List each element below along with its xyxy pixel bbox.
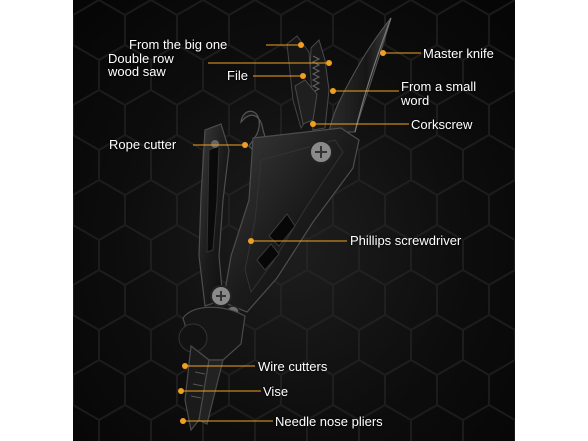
callout-dot-rope-cutter — [242, 142, 248, 148]
callout-dot-pliers — [180, 418, 186, 424]
callout-dot-small-word — [330, 88, 336, 94]
product-image-panel — [73, 0, 515, 441]
label-file: File — [227, 68, 248, 83]
callout-dot-saw — [326, 60, 332, 66]
callout-dot-big-one — [298, 42, 304, 48]
callout-dot-screwdriver — [248, 238, 254, 244]
label-wire-cutters: Wire cutters — [258, 359, 328, 374]
master-knife-blade — [328, 17, 392, 133]
multitool-illustration — [178, 17, 392, 432]
label-needle-nose-pliers: Needle nose pliers — [275, 414, 383, 429]
label-from-small-word-line1: From a small — [401, 79, 477, 94]
callout-dot-corkscrew — [310, 121, 316, 127]
label-rope-cutter: Rope cutter — [109, 137, 177, 152]
callout-leaders — [178, 42, 421, 424]
label-master-knife: Master knife — [423, 46, 494, 61]
callout-dot-file — [300, 73, 306, 79]
callout-dot-wire-cutters — [182, 363, 188, 369]
label-corkscrew: Corkscrew — [411, 117, 473, 132]
label-vise: Vise — [263, 384, 289, 399]
label-from-big-one: From the big one — [129, 37, 228, 52]
small-blade — [294, 79, 318, 125]
label-double-row-saw-line2: wood saw — [108, 64, 166, 79]
callout-dot-knife — [380, 50, 386, 56]
callout-dot-vise — [178, 388, 184, 394]
label-double-row-saw-line1: Double row — [108, 51, 174, 66]
label-from-small-word-line2: word — [401, 93, 430, 108]
label-phillips-screwdriver: Phillips screwdriver — [350, 233, 462, 248]
